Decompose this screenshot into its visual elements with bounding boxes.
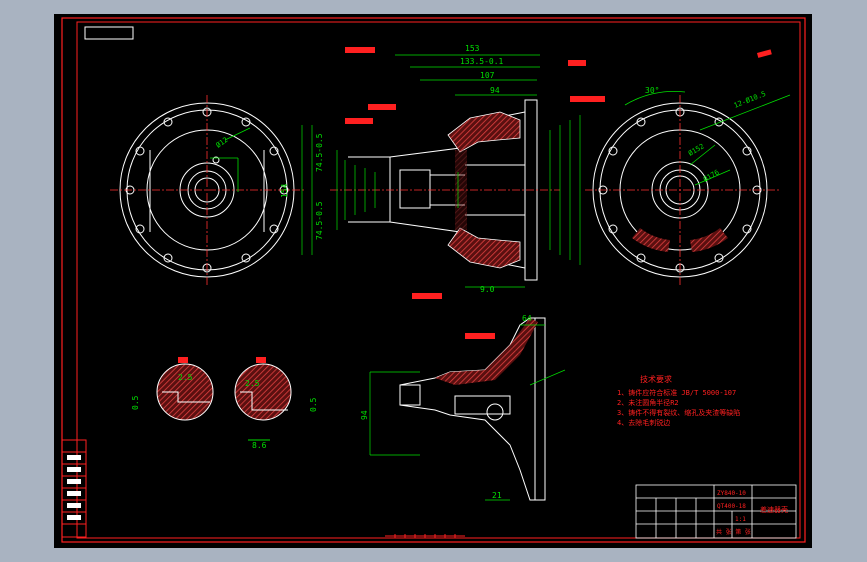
detail-view-a: 2.5 0.5 [131,357,214,421]
dim-153: 153 [465,44,480,53]
left-end-view: Ø12 [110,95,305,285]
notes-title: 技术要求 [640,374,672,384]
note-line-2: 2、未注圆角半径R2 [617,398,679,407]
dim-90: 9.0 [480,285,495,294]
dim-94: 94 [490,86,500,95]
scale-value: 1:1 [735,516,746,523]
outer-border [61,17,806,543]
sheet-background [54,14,812,548]
dim-133: 133.5-0.1 [460,57,504,66]
drawing-number: ZY840-10 [717,490,746,497]
lower-hatch-top [435,345,520,385]
lower-top-callout [465,333,495,339]
detail-view-b: 2.5 0.5 8.6 [234,357,318,450]
dim-94-lower: 94 [360,410,369,420]
dim-74-bottom: 74.5-0.5 [315,201,324,240]
material: QT400-18 [717,503,746,510]
dim-107: 107 [480,71,495,80]
drawing-code-box [84,26,134,40]
left-revision-strip [61,439,87,538]
right-hatch-arc-left [632,228,670,252]
inner-border [76,21,801,539]
dim-64: 64 [522,314,532,323]
technical-notes: 技术要求 1、铸件应符合标准 JB/T 5000-107 2、未注圆角半径R2 … [617,374,740,427]
dim-2.5-b: 2.5 [245,379,260,388]
right-top-annotation [757,49,772,58]
dim-30deg: 30° [645,86,659,95]
dim-2.5-a: 2.5 [178,373,193,382]
bottom-scale-ticks [385,534,465,538]
left-strip-labels [67,455,81,520]
title-block: ZY840-10 差速器壳 QT400-18 1:1 共 张 第 张 [635,484,797,539]
dim-154: 154 [280,183,289,198]
dim-74-top: 74.5-0.5 [315,133,324,172]
dim-0.5-a: 0.5 [131,395,140,410]
right-hatch-arc-right [690,228,728,252]
dim-21: 21 [492,491,502,500]
sheet-count: 共 张 第 张 [716,528,751,536]
hatch-bottom-flange [447,227,521,269]
main-view-callouts [345,47,605,299]
part-name: 差速器壳 [760,505,788,514]
right-end-view: 30° Ø152 Ø176 12-Ø10.5 [585,49,791,285]
note-line-1: 1、铸件应符合标准 JB/T 5000-107 [617,388,736,397]
lower-profile-view: 94 21 64 [360,314,566,501]
hatch-top-flange [447,111,521,153]
note-line-4: 4、去除毛刺锐边 [617,418,670,427]
lower-hatch-web [510,318,538,355]
dim-8.6: 8.6 [252,441,267,450]
note-line-3: 3、铸件不得有裂纹、缩孔及夹渣等缺陷 [617,408,740,417]
dim-0.5-b: 0.5 [309,397,318,412]
main-section-view: 153 133.5-0.1 107 94 74.5-0.5 154 74.5-0… [280,44,605,299]
